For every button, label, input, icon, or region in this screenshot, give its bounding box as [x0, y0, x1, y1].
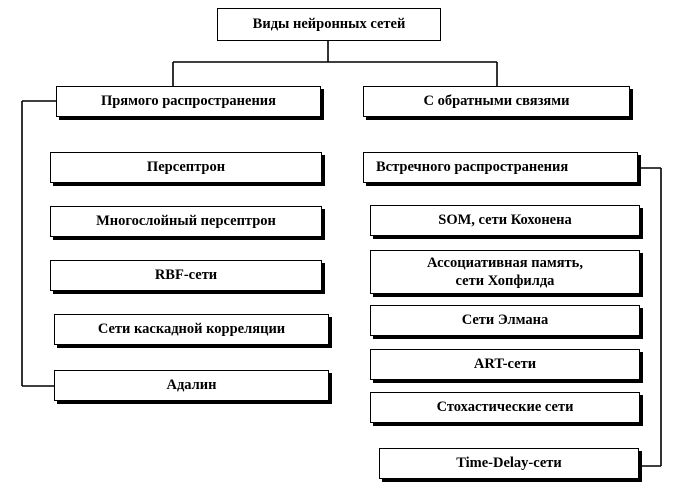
feedback-type-label: Встречного распространения — [376, 159, 569, 176]
category-feedback-label: С обратными связями — [423, 93, 570, 110]
feedback-type-label: Time-Delay-сети — [456, 455, 562, 472]
feedforward-type-cascade-correlation: Сети каскадной корреляции — [54, 314, 329, 345]
category-feedforward-label: Прямого распространения — [100, 93, 277, 110]
feedforward-type-adaline: Адалин — [54, 370, 329, 401]
feedforward-type-label: Сети каскадной корреляции — [97, 321, 286, 338]
feedback-type-label-line1: Ассоциативная память, — [427, 254, 583, 271]
feedback-type-hopfield: Ассоциативная память, сети Хопфилда — [370, 250, 640, 294]
feedback-type-label: SOM, сети Кохонена — [438, 212, 572, 229]
feedback-type-counterpropagation: Встречного распространения — [363, 152, 638, 183]
feedforward-type-label: RBF-сети — [154, 267, 218, 284]
feedforward-type-perceptron: Персептрон — [50, 152, 322, 183]
feedback-type-label: Стохастические сети — [436, 399, 574, 416]
feedforward-type-multilayer-perceptron: Многослойный персептрон — [50, 206, 322, 237]
feedback-type-art: ART-сети — [370, 349, 640, 380]
category-feedback: С обратными связями — [363, 86, 630, 117]
feedforward-type-label: Адалин — [166, 377, 217, 394]
feedforward-type-label: Многослойный персептрон — [96, 213, 276, 230]
root-node: Виды нейронных сетей — [217, 8, 441, 41]
feedback-type-label-line2: сети Хопфилда — [455, 273, 555, 289]
category-feedforward: Прямого распространения — [56, 86, 321, 117]
feedback-type-som-kohonen: SOM, сети Кохонена — [370, 205, 640, 236]
feedforward-type-label: Персептрон — [146, 159, 226, 176]
feedback-type-elman: Сети Элмана — [370, 305, 640, 336]
feedback-type-label: Сети Элмана — [461, 312, 549, 329]
feedforward-type-rbf: RBF-сети — [50, 260, 322, 291]
feedback-type-stochastic: Стохастические сети — [370, 392, 640, 423]
feedback-type-time-delay: Time-Delay-сети — [379, 448, 639, 479]
feedback-type-label: ART-сети — [473, 356, 537, 373]
root-node-label: Виды нейронных сетей — [252, 16, 406, 33]
